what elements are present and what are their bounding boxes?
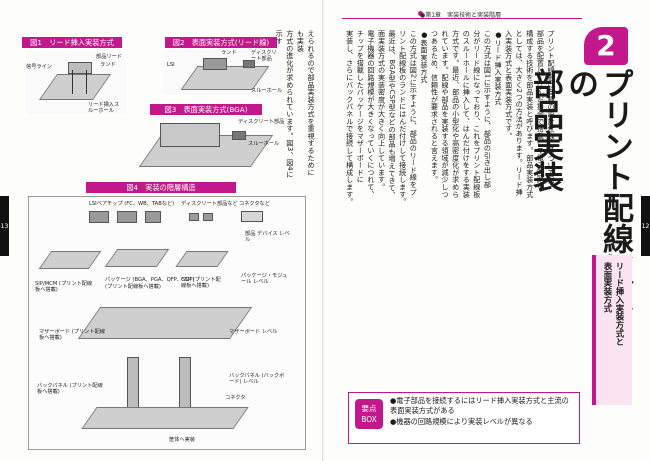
body-line: 実装し、さらにバックパネルで接続して構成します。 xyxy=(345,30,355,206)
csp-board xyxy=(175,251,229,267)
bare-chip xyxy=(117,211,137,223)
figure-4-label: バックパネル (バックボード) レベル xyxy=(229,373,285,385)
figure-3-bga xyxy=(160,123,220,147)
body-line: としては、大きく2つの方法があります。リード挿 xyxy=(515,30,525,196)
body-line: 部品を配置し、はんだ接合で搭載して電子回路を xyxy=(536,30,546,191)
figure-1-label: リード挿入スルーホール xyxy=(88,102,120,114)
keypoint-text: ●電子部品を接続するにはリード挿入実装方式と主流の表面実装方式がある ●機器の回… xyxy=(390,396,575,427)
figure-2: LSI ランド ディスクリート部品 スルーホール xyxy=(163,50,283,95)
figure-1-label: 信号ライン xyxy=(26,64,52,70)
figure-4-label: マザーボード レベル xyxy=(229,329,278,335)
body-line: 構成する技術を部品実装と呼びます。部品実装方式 xyxy=(525,30,535,198)
subtitle-bar xyxy=(592,255,632,405)
connector-part xyxy=(241,211,263,222)
right-page-number: 12 xyxy=(641,223,650,230)
figure-3-label: ディスクリート部品 xyxy=(238,119,285,125)
figure-2-label: ランド xyxy=(221,50,237,56)
figure-1-label: ランド xyxy=(100,62,116,68)
figure-4-label: ディスクリート部品など xyxy=(181,201,238,207)
body-line: のスルーホールに挿入して、はんだ付けをする実装 xyxy=(462,30,472,198)
section-subtitle: リード挿入実装方式と 表面実装方式 xyxy=(596,262,626,402)
figure-3-title: 図3 表面実装方式(BGA) xyxy=(150,104,262,115)
figure-2-title: 図2 表面実装方式(リード線) xyxy=(165,37,277,48)
figure-3-discrete xyxy=(232,131,246,140)
keypoint-box xyxy=(348,392,580,444)
figure-4-label: (プリント配線板へ搭載) xyxy=(105,284,161,290)
discrete-part xyxy=(189,213,199,221)
keypoint-item: ●電子部品を接続するにはリード挿入実装方式と主流の表面実装方式がある xyxy=(390,396,569,416)
chapter-marker: ●第1章 xyxy=(420,12,442,19)
figure-4-label: 部品 デバイス レベル xyxy=(245,231,290,243)
body-line: 方式です。最近、部品の小型化や高密度化が求めら xyxy=(451,30,461,198)
body-line: リント配線板のランドにはんだ付けして接続します。 xyxy=(398,30,408,206)
figure-1: 信号ライン 部品リード ランド リード挿入スルーホール xyxy=(26,52,126,114)
bare-chip xyxy=(145,211,161,223)
figure-4-label: CSP (プリント配線板へ搭載) xyxy=(181,277,221,289)
left-page-number: 13 xyxy=(0,223,9,230)
chapter-dot xyxy=(418,11,423,16)
body-line: れています。配線や部品を実装する領域が減少しつ xyxy=(441,30,451,198)
chapter-header: ●第1章 実装技術と実装階層 xyxy=(420,10,501,19)
figure-3: ディスクリート部品 スルーホール xyxy=(120,117,284,172)
package-board xyxy=(104,249,170,267)
figure-1-lead xyxy=(86,70,87,94)
figure-4-label: パッケージ・モジュール レベル xyxy=(241,273,288,285)
keypoint-badge-top: 要点 xyxy=(361,404,377,413)
figure-4-title: 図4 実装の階層構造 xyxy=(86,182,236,193)
body-line: チップを搭載したパッケージをマザーボードに xyxy=(356,30,366,184)
keypoint-badge: 要点 BOX xyxy=(355,399,383,429)
body-line: プリント配線板に各種の設計仕様に基づいて個 xyxy=(547,30,556,184)
body-line: 面実装方式の実装密度が大きく向上しています。 xyxy=(377,30,387,191)
keypoint-badge-bottom: BOX xyxy=(361,415,377,424)
figure-4: LSIベアチップ (FC、WB、TABなど) ディスクリート部品など コネクタな… xyxy=(28,196,306,450)
figure-4-label: パッケージ (BGA、PGA、QFP、SOP) xyxy=(105,277,195,283)
figure-3-label: スルーホール xyxy=(248,141,280,147)
figure-4-label: LSIベアチップ (FC、WB、TABなど) xyxy=(89,201,175,207)
left-page-number-tab: 13 xyxy=(0,196,9,256)
figure-1-title: 図1 リード挿入実装方式 xyxy=(22,37,122,48)
figure-2-discrete xyxy=(243,60,255,68)
keypoint-item: ●機器の回路規模により実装レベルが異なる xyxy=(390,416,533,426)
backpanel xyxy=(81,407,249,429)
figure-4-label: 筐体へ実装 xyxy=(169,437,195,443)
figure-2-label: スルーホール xyxy=(251,88,283,94)
body-line: 方式の進化が求められています。図3、図4に示す xyxy=(275,30,295,179)
left-page-body: えられるので部品実装方式を重視するためにも実装 方式の進化が求められています。図… xyxy=(275,30,316,180)
left-page: 図1 リード挿入実装方式 信号ライン 部品リード ランド リード挿入スルーホール… xyxy=(0,37,306,450)
figure-4-label: バックパネル (プリント配線板へ搭載) xyxy=(37,383,103,395)
body-line: この方式は図2に示すように、部品のリード線をプ xyxy=(409,30,419,196)
discrete-part xyxy=(203,213,213,221)
chapter-rule xyxy=(342,18,582,19)
body-heading: ●リード挿入実装方式 xyxy=(494,30,504,105)
module-board xyxy=(38,251,102,269)
subtitle-line1: リード挿入実装方式と xyxy=(615,262,625,346)
right-page-body: プリント配線板に各種の設計仕様に基づいて個 部品を配置し、はんだ接合で搭載して電… xyxy=(346,30,556,380)
right-page-number-tab: 12 xyxy=(641,196,650,256)
section-number: 2 xyxy=(584,27,628,65)
figure-1-board xyxy=(38,74,112,100)
figure-4-label: マザーボード (プリント配線板へ搭載) xyxy=(39,329,105,341)
figure-2-label: ディスクリート部品 xyxy=(251,50,277,62)
bare-chip xyxy=(89,211,109,223)
body-line: えられるので部品実装方式を重視するためにも実装 xyxy=(296,30,316,176)
body-line: 最近は、BGA型やCSP型などの部品も増えてきて、 xyxy=(388,30,398,199)
body-line: 電子機器の回路規模が大きくなっていくにつれて、 xyxy=(366,30,376,198)
chapter-title: 実装技術と実装階層 xyxy=(447,12,502,19)
body-line: この方式は図1に示すように、部品の引き出し部 xyxy=(483,30,493,189)
figure-4-label: コネクタ xyxy=(225,395,246,401)
body-line: つあるため、信頼性が要求されると言えます。 xyxy=(430,30,440,184)
subtitle-line2: 表面実装方式 xyxy=(603,262,613,313)
figure-1-label: 部品リード xyxy=(96,54,122,60)
figure-2-label: LSI xyxy=(167,62,175,68)
section-title-line2: 部品実装 xyxy=(527,68,563,192)
figure-4-label: コネクタなど xyxy=(239,201,270,207)
figure-2-lsi xyxy=(203,58,227,70)
body-heading: ●表面実装方式 xyxy=(419,30,429,83)
figure-4-label: SIP/MCM (プリント配線板へ搭載) xyxy=(35,281,93,293)
figure-1-lead xyxy=(72,70,73,94)
body-line: 入実装方式と表面実装方式です。 xyxy=(504,30,514,140)
body-line: 分がリード線になっており、これをプリント配線板 xyxy=(472,30,482,198)
